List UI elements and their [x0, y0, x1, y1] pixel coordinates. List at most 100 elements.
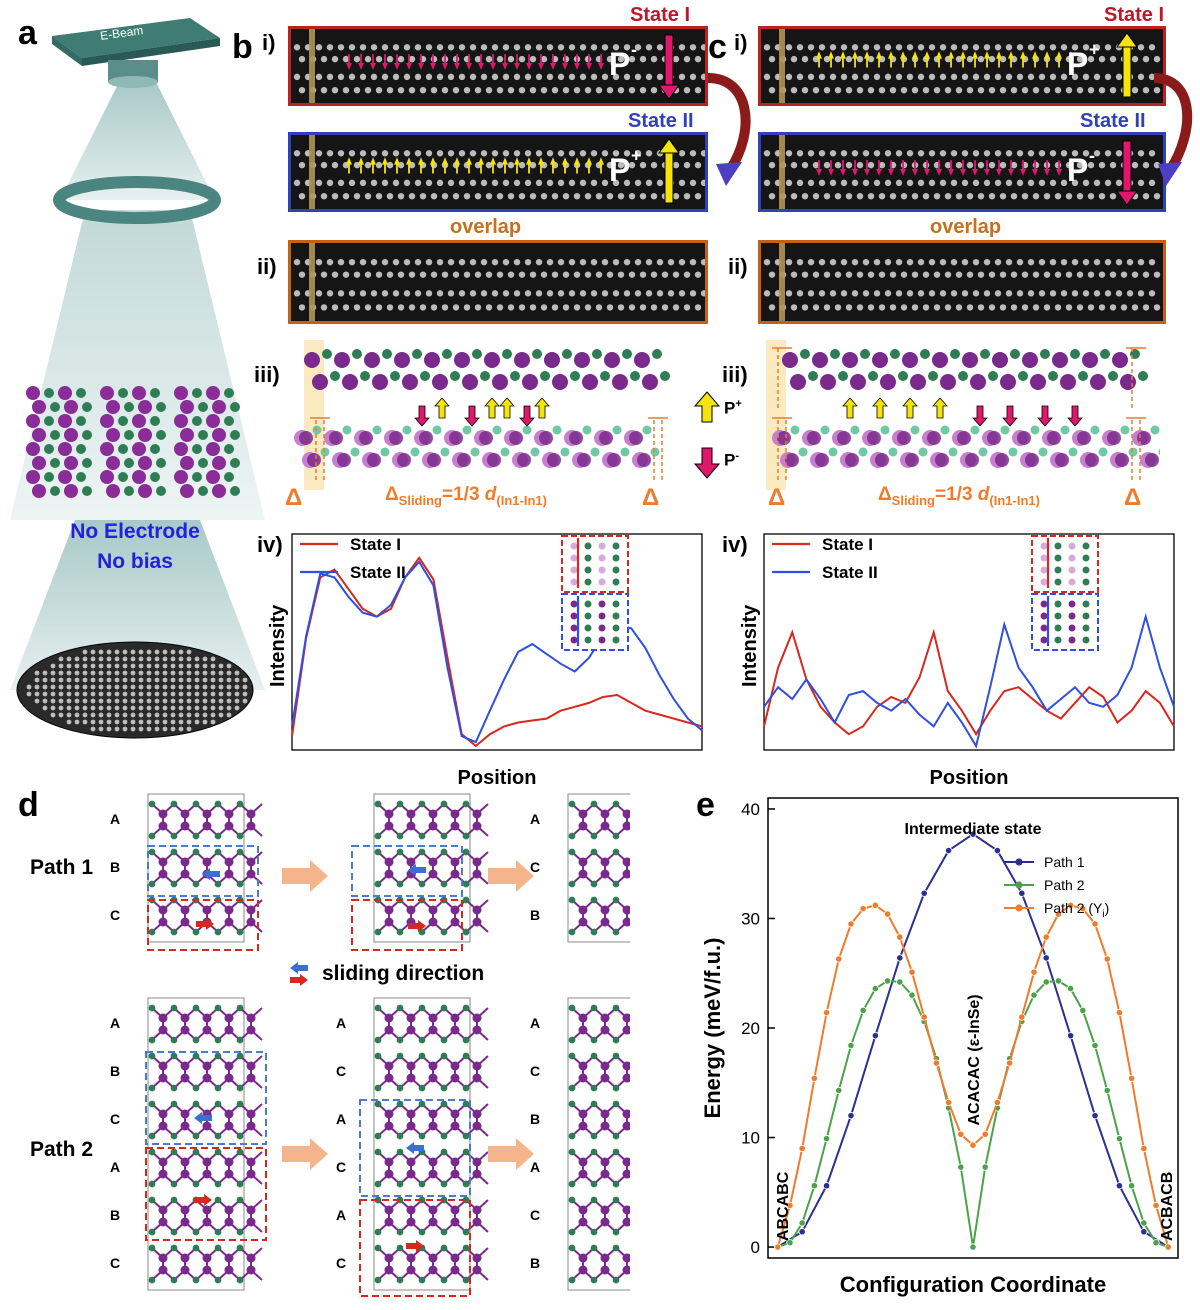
no-electrode-label: No Electrode [70, 520, 200, 543]
crystal-atom [230, 402, 240, 412]
se-atom [562, 349, 572, 359]
data-point [871, 901, 879, 909]
se-atom [462, 425, 472, 435]
crystal-atom [180, 428, 194, 442]
b-state2-label: State II [628, 110, 694, 132]
in-atom [202, 1169, 212, 1179]
x-axis-label: Position [458, 767, 537, 789]
lattice-dot [74, 656, 80, 662]
data-point [920, 1013, 928, 1021]
se-atom [412, 349, 422, 359]
se-atom [530, 447, 540, 457]
in-atom [992, 352, 1008, 368]
in-atom [622, 869, 630, 879]
in-atom [402, 374, 418, 390]
se-atom [590, 1228, 598, 1236]
in-atom [428, 1013, 438, 1023]
se-atom [440, 1004, 448, 1012]
in-atom [384, 1013, 394, 1023]
lattice-dot [42, 684, 48, 690]
in-atom [1030, 374, 1046, 390]
se-atom [462, 1228, 470, 1236]
crystal-atom [224, 388, 234, 398]
lattice-dot [186, 726, 192, 732]
se-atom [418, 880, 426, 888]
se-atom [418, 848, 426, 856]
lattice-dot [130, 712, 136, 718]
lens-ring [53, 176, 221, 224]
lattice-dot [202, 691, 208, 697]
transition-arrow [282, 1138, 328, 1170]
se-atom [590, 1244, 598, 1252]
se-atom [440, 1036, 448, 1044]
annotation-acbacb: ACBACB [1159, 1172, 1176, 1241]
lattice-dot [162, 691, 168, 697]
in-atom [428, 1061, 438, 1071]
in-atom [578, 1121, 588, 1131]
lattice-dot [202, 656, 208, 662]
svg-text:+: + [1089, 40, 1100, 60]
lattice-dot [82, 663, 88, 669]
in-atom [574, 352, 590, 368]
se-atom [590, 447, 600, 457]
se-atom [970, 425, 980, 435]
se-atom [858, 447, 868, 457]
lattice-dot [162, 663, 168, 669]
se-atom [396, 1100, 404, 1108]
data-point [1115, 1009, 1124, 1017]
in-atom [224, 857, 234, 867]
in-atom [428, 1109, 438, 1119]
b-stem-overlap [288, 240, 708, 324]
dipole-arrow [499, 397, 515, 419]
lattice-dot [106, 684, 112, 690]
in-atom [384, 1217, 394, 1227]
se-atom [1100, 349, 1110, 359]
lattice-dot [42, 691, 48, 697]
lattice-dot [178, 684, 184, 690]
se-atom [440, 1052, 448, 1060]
layer-label: A [530, 1159, 540, 1175]
svg-text:+: + [631, 146, 642, 166]
se-atom [918, 447, 928, 457]
data-point [1054, 977, 1063, 985]
lattice-dot [74, 670, 80, 676]
se-atom [396, 880, 404, 888]
panel-label-a: a [18, 14, 37, 52]
in-atom [472, 1073, 482, 1083]
lattice-dot [90, 656, 96, 662]
se-atom [418, 1276, 426, 1284]
se-atom [170, 1004, 178, 1012]
stem-marker-bar [309, 29, 315, 103]
in-atom [472, 1217, 482, 1227]
se-atom [374, 1276, 382, 1284]
in-atom [932, 352, 948, 368]
se-atom [910, 425, 920, 435]
in-atom [180, 1109, 190, 1119]
in-atom [202, 1013, 212, 1023]
data-point [920, 889, 928, 897]
se-atom [568, 1084, 576, 1092]
se-atom [170, 800, 178, 808]
lattice-dot [90, 705, 96, 711]
lattice-dot [66, 691, 72, 697]
data-point [1079, 905, 1087, 913]
se-atom [950, 349, 960, 359]
layer-label: A [110, 811, 120, 827]
in-atom [472, 857, 482, 867]
in-atom [544, 352, 560, 368]
in-atom [872, 352, 888, 368]
lattice-dot [58, 677, 64, 683]
in-atom [582, 374, 598, 390]
se-atom [462, 1004, 470, 1012]
in-atom [514, 352, 530, 368]
se-atom [418, 832, 426, 840]
in-atom [158, 1073, 168, 1083]
se-atom [920, 349, 930, 359]
se-atom [214, 832, 222, 840]
lattice-dot [98, 670, 104, 676]
b-sub-i: i) [262, 30, 276, 55]
se-atom [148, 880, 156, 888]
in-atom [472, 1253, 482, 1263]
in-atom [246, 821, 256, 831]
